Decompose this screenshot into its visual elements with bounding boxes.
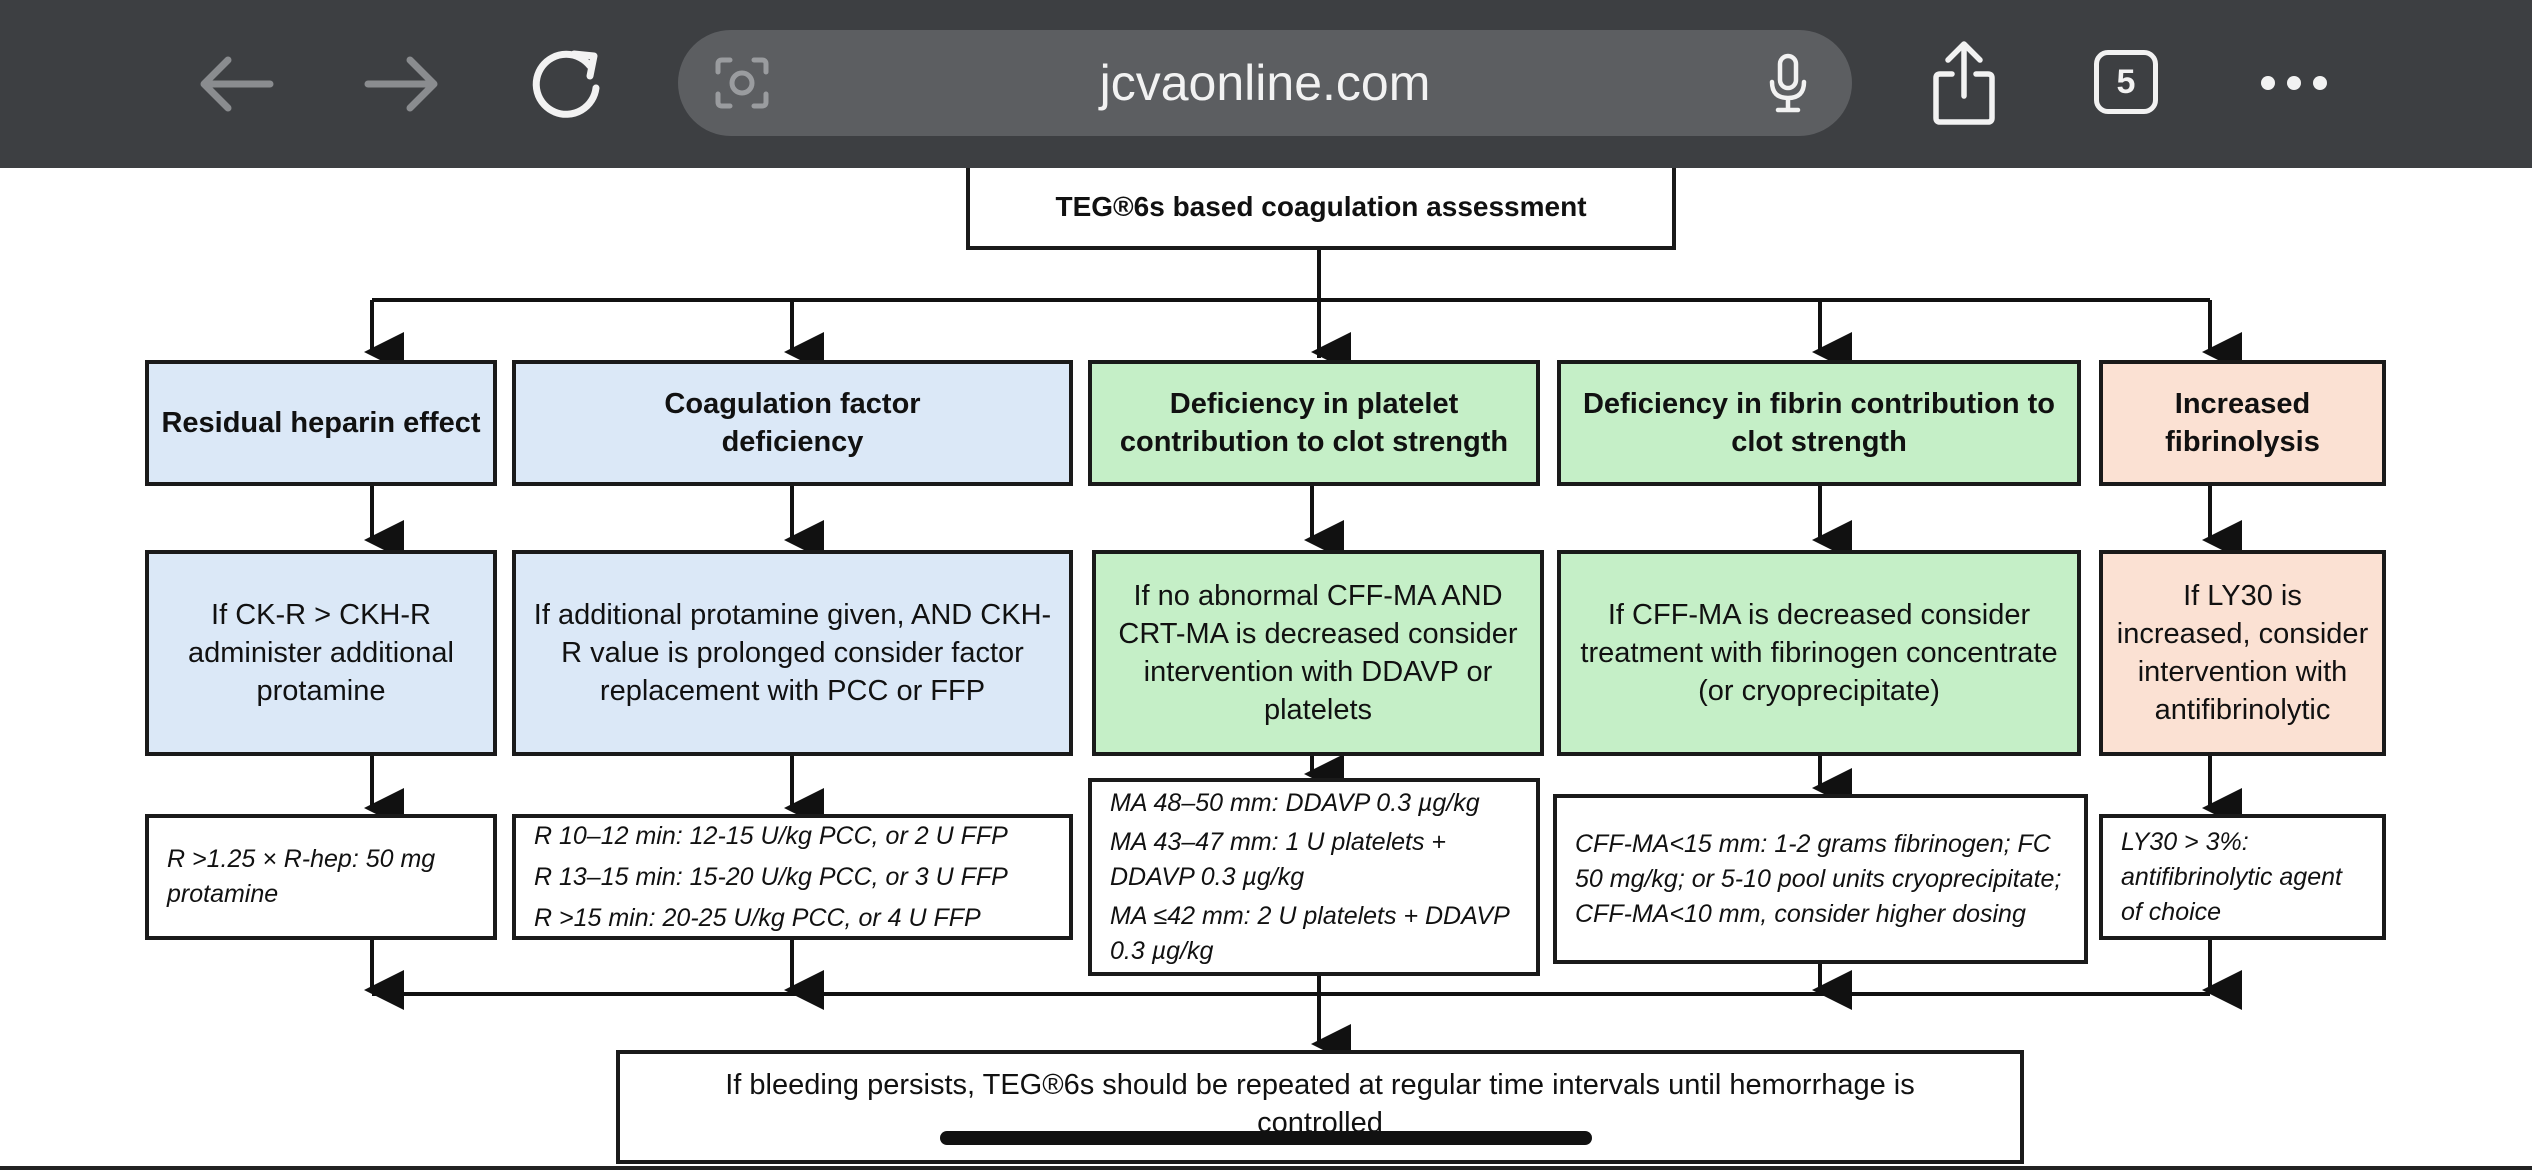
action-fibrinolysis: If LY30 is increased, consider intervent… xyxy=(2116,580,2369,726)
dose-line: R >1.25 × R-hep: 50 mg protamine xyxy=(167,845,436,908)
header-box-fibrinolysis: Increased fibrinolysis xyxy=(2099,360,2386,486)
header-coagulation-factor: Coagulation factor deficiency xyxy=(664,388,921,458)
dose-line: MA 48–50 mm: DDAVP 0.3 µg/kg xyxy=(1110,788,1480,817)
dose-box-platelet: MA 48–50 mm: DDAVP 0.3 µg/kg MA 43–47 mm… xyxy=(1088,778,1540,976)
microphone-icon[interactable] xyxy=(1766,52,1810,116)
dose-line: MA ≤42 mm: 2 U platelets + DDAVP 0.3 µg/… xyxy=(1110,901,1509,965)
header-fibrinolysis: Increased fibrinolysis xyxy=(2165,388,2320,458)
header-box-coagulation-factor: Coagulation factor deficiency xyxy=(512,360,1073,486)
tabs-icon[interactable]: 5 xyxy=(2094,50,2158,114)
top-title: TEG®6s based coagulation assessment xyxy=(1055,191,1587,222)
action-residual-heparin: If CK-R > CKH-R administer additional pr… xyxy=(188,599,454,707)
dose-line: LY30 > 3%: antifibrinolytic agent of cho… xyxy=(2121,827,2342,926)
action-box-fibrin: If CFF-MA is decreased consider treatmen… xyxy=(1557,550,2081,756)
action-fibrin: If CFF-MA is decreased consider treatmen… xyxy=(1580,599,2058,707)
header-fibrin: Deficiency in fibrin contribution to clo… xyxy=(1582,388,2056,458)
dose-line: MA 43–47 mm: 1 U platelets + DDAVP 0.3 µ… xyxy=(1110,827,1447,891)
header-box-residual-heparin: Residual heparin effect xyxy=(145,360,497,486)
dose-line: R 13–15 min: 15-20 U/kg PCC, or 3 U FFP xyxy=(534,862,1008,891)
address-bar[interactable]: jcvaonline.com xyxy=(678,30,1852,136)
forward-icon[interactable] xyxy=(362,54,442,114)
visual-search-icon[interactable] xyxy=(712,54,772,112)
bottom-divider xyxy=(0,1166,2532,1170)
dose-box-fibrinolysis: LY30 > 3%: antifibrinolytic agent of cho… xyxy=(2099,814,2386,940)
header-box-platelet: Deficiency in platelet contribution to c… xyxy=(1088,360,1540,486)
action-coagulation-factor: If additional protamine given, AND CKH-R… xyxy=(533,599,1052,707)
connector-lines xyxy=(364,250,2242,1064)
reload-icon[interactable] xyxy=(528,44,608,124)
more-icon[interactable] xyxy=(2258,70,2330,96)
dose-box-residual-heparin: R >1.25 × R-hep: 50 mg protamine xyxy=(145,814,497,940)
header-platelet: Deficiency in platelet contribution to c… xyxy=(1119,388,1509,458)
url-text: jcvaonline.com xyxy=(1099,55,1431,111)
dose-line: CFF-MA<15 mm: 1-2 grams fibrinogen; FC 5… xyxy=(1575,829,2062,928)
back-icon[interactable] xyxy=(196,54,276,114)
dose-line: R >15 min: 20-25 U/kg PCC, or 4 U FFP xyxy=(534,903,981,932)
dose-box-fibrin: CFF-MA<15 mm: 1-2 grams fibrinogen; FC 5… xyxy=(1553,794,2088,964)
browser-toolbar: jcvaonline.com 5 xyxy=(0,0,2532,168)
action-platelet: If no abnormal CFF-MA AND CRT-MA is decr… xyxy=(1118,580,1518,726)
action-box-coagulation-factor: If additional protamine given, AND CKH-R… xyxy=(512,550,1073,756)
top-title-box: TEG®6s based coagulation assessment xyxy=(966,168,1676,250)
action-box-fibrinolysis: If LY30 is increased, consider intervent… xyxy=(2099,550,2386,756)
tab-count: 5 xyxy=(2116,62,2136,101)
header-residual-heparin: Residual heparin effect xyxy=(161,407,481,439)
home-indicator[interactable] xyxy=(940,1131,1592,1145)
coagulation-flowchart: TEG®6s based coagulation assessment Resi… xyxy=(0,168,2532,1170)
dose-box-coagulation-factor: R 10–12 min: 12-15 U/kg PCC, or 2 U FFP … xyxy=(512,814,1073,940)
header-box-fibrin: Deficiency in fibrin contribution to clo… xyxy=(1557,360,2081,486)
bottom-note-box: If bleeding persists, TEG®6s should be r… xyxy=(616,1050,2024,1164)
action-box-residual-heparin: If CK-R > CKH-R administer additional pr… xyxy=(145,550,497,756)
dose-line: R 10–12 min: 12-15 U/kg PCC, or 2 U FFP xyxy=(534,821,1008,850)
share-icon[interactable] xyxy=(1928,40,2000,126)
action-box-platelet: If no abnormal CFF-MA AND CRT-MA is decr… xyxy=(1092,550,1544,756)
